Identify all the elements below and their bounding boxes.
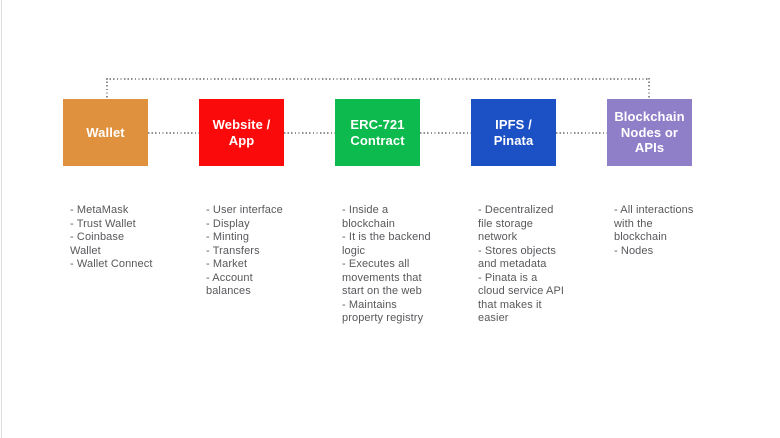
list-item: - It is the backend logic: [342, 231, 431, 257]
list-item: - Coinbase Wallet: [70, 231, 125, 257]
list-blockchain-nodes: - All interactions with the blockchain -…: [614, 204, 694, 258]
connector-website-erc721: [284, 132, 335, 134]
page-left-border: [1, 0, 2, 438]
list-item: - Wallet Connect: [70, 258, 153, 270]
connector-ipfs-nodes: [556, 132, 607, 134]
node-erc721-contract: ERC-721 Contract: [335, 99, 420, 166]
connector-top-horizontal: [106, 78, 649, 80]
connector-top-right-vertical: [648, 78, 650, 99]
list-item: - Market: [206, 258, 248, 270]
node-wallet: Wallet: [63, 99, 148, 166]
list-wallet: - MetaMask - Trust Wallet - Coinbase Wal…: [70, 204, 158, 272]
node-website-app: Website / App: [199, 99, 284, 166]
list-item: - Inside a blockchain: [342, 204, 395, 230]
connector-wallet-website: [148, 132, 199, 134]
list-erc721-contract: - Inside a blockchain - It is the backen…: [342, 204, 434, 326]
list-item: - Stores objects and metadata: [478, 244, 557, 271]
node-ipfs-pinata-label: IPFS / Pinata: [493, 117, 534, 148]
node-wallet-label: Wallet: [86, 124, 125, 140]
node-ipfs-pinata: IPFS / Pinata: [471, 99, 556, 166]
list-item: - MetaMask: [70, 204, 129, 216]
list-item: - Nodes: [614, 244, 654, 257]
list-item: - Trust Wallet: [70, 217, 136, 230]
connector-erc721-ipfs: [420, 132, 471, 134]
list-item: - Transfers: [206, 244, 260, 257]
list-item: - All interactions with the blockchain: [614, 204, 694, 243]
node-blockchain-nodes: Blockchain Nodes or APIs: [607, 99, 692, 166]
list-item: - User interface: [206, 204, 283, 216]
list-item: - Maintains property registry: [342, 298, 424, 325]
list-item: - Pinata is a cloud service API that mak…: [478, 271, 565, 325]
list-item: - Minting: [206, 231, 250, 243]
list-website-app: - User interface - Display - Minting - T…: [206, 204, 294, 299]
list-item: - Decentralized file storage network: [478, 204, 554, 243]
node-blockchain-nodes-label: Blockchain Nodes or APIs: [614, 109, 685, 156]
node-website-app-label: Website / App: [212, 117, 271, 148]
list-ipfs-pinata: - Decentralized file storage network - S…: [478, 204, 566, 326]
list-item: - Display: [206, 217, 250, 230]
node-erc721-contract-label: ERC-721 Contract: [350, 117, 405, 148]
list-item: - Account balances: [206, 271, 253, 298]
connector-top-left-vertical: [106, 78, 108, 99]
list-item: - Executes all movements that start on t…: [342, 258, 422, 297]
